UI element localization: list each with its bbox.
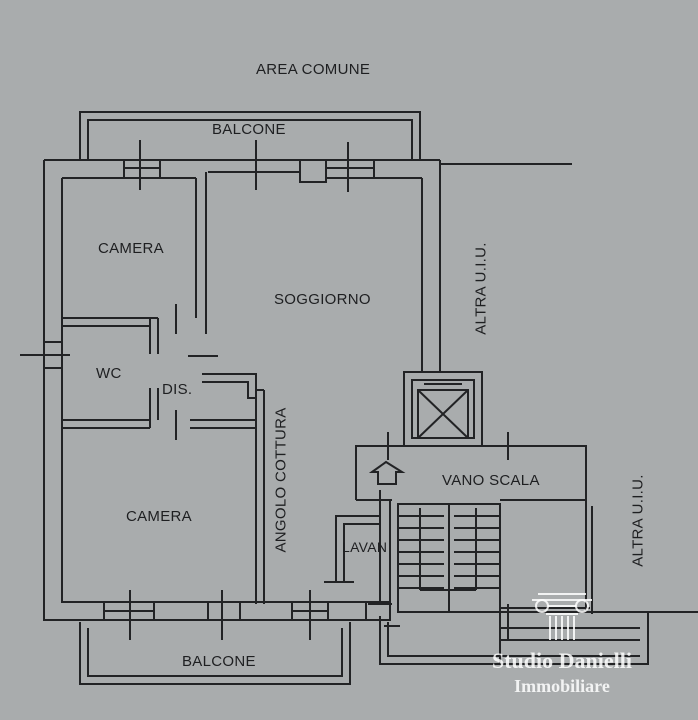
- balcony-bottom: [79, 622, 351, 685]
- studio-watermark: Studio Danielli Immobiliare: [452, 586, 672, 706]
- stair-direction-arrow-icon: [368, 460, 406, 485]
- label-soggiorno: SOGGIORNO: [274, 291, 371, 308]
- adjacent-boundary: [368, 500, 698, 665]
- label-angolo-cottura: ANGOLO COTTURA: [272, 407, 290, 553]
- label-wc: WC: [96, 365, 122, 382]
- label-dis: DIS.: [162, 381, 193, 398]
- label-altra-uiu-bottom: ALTRA U.I.U.: [629, 474, 647, 567]
- label-balcone-top: BALCONE: [212, 121, 286, 138]
- exterior-walls-bottom: [103, 581, 391, 640]
- label-camera-bottom: CAMERA: [126, 508, 192, 525]
- laundry-walls: [335, 490, 391, 612]
- lift-shaft: [403, 371, 483, 447]
- watermark-name: Studio Danielli: [492, 648, 632, 673]
- label-lavan: LAVAN: [342, 539, 388, 555]
- column-capital-icon: [532, 593, 592, 640]
- label-area-comune: AREA COMUNE: [256, 61, 371, 78]
- balcony-top: [79, 111, 421, 160]
- label-camera-top: CAMERA: [98, 240, 164, 257]
- stairs: [397, 503, 501, 613]
- label-balcone-bottom: BALCONE: [182, 653, 256, 670]
- windows-top: [123, 140, 375, 192]
- interior-walls: [62, 172, 265, 604]
- watermark-subtitle: Immobiliare: [514, 676, 610, 696]
- window-left: [20, 341, 70, 369]
- stair-landing: [355, 432, 587, 501]
- label-altra-uiu-top: ALTRA U.I.U.: [472, 242, 490, 335]
- label-vano-scala: VANO SCALA: [442, 472, 540, 489]
